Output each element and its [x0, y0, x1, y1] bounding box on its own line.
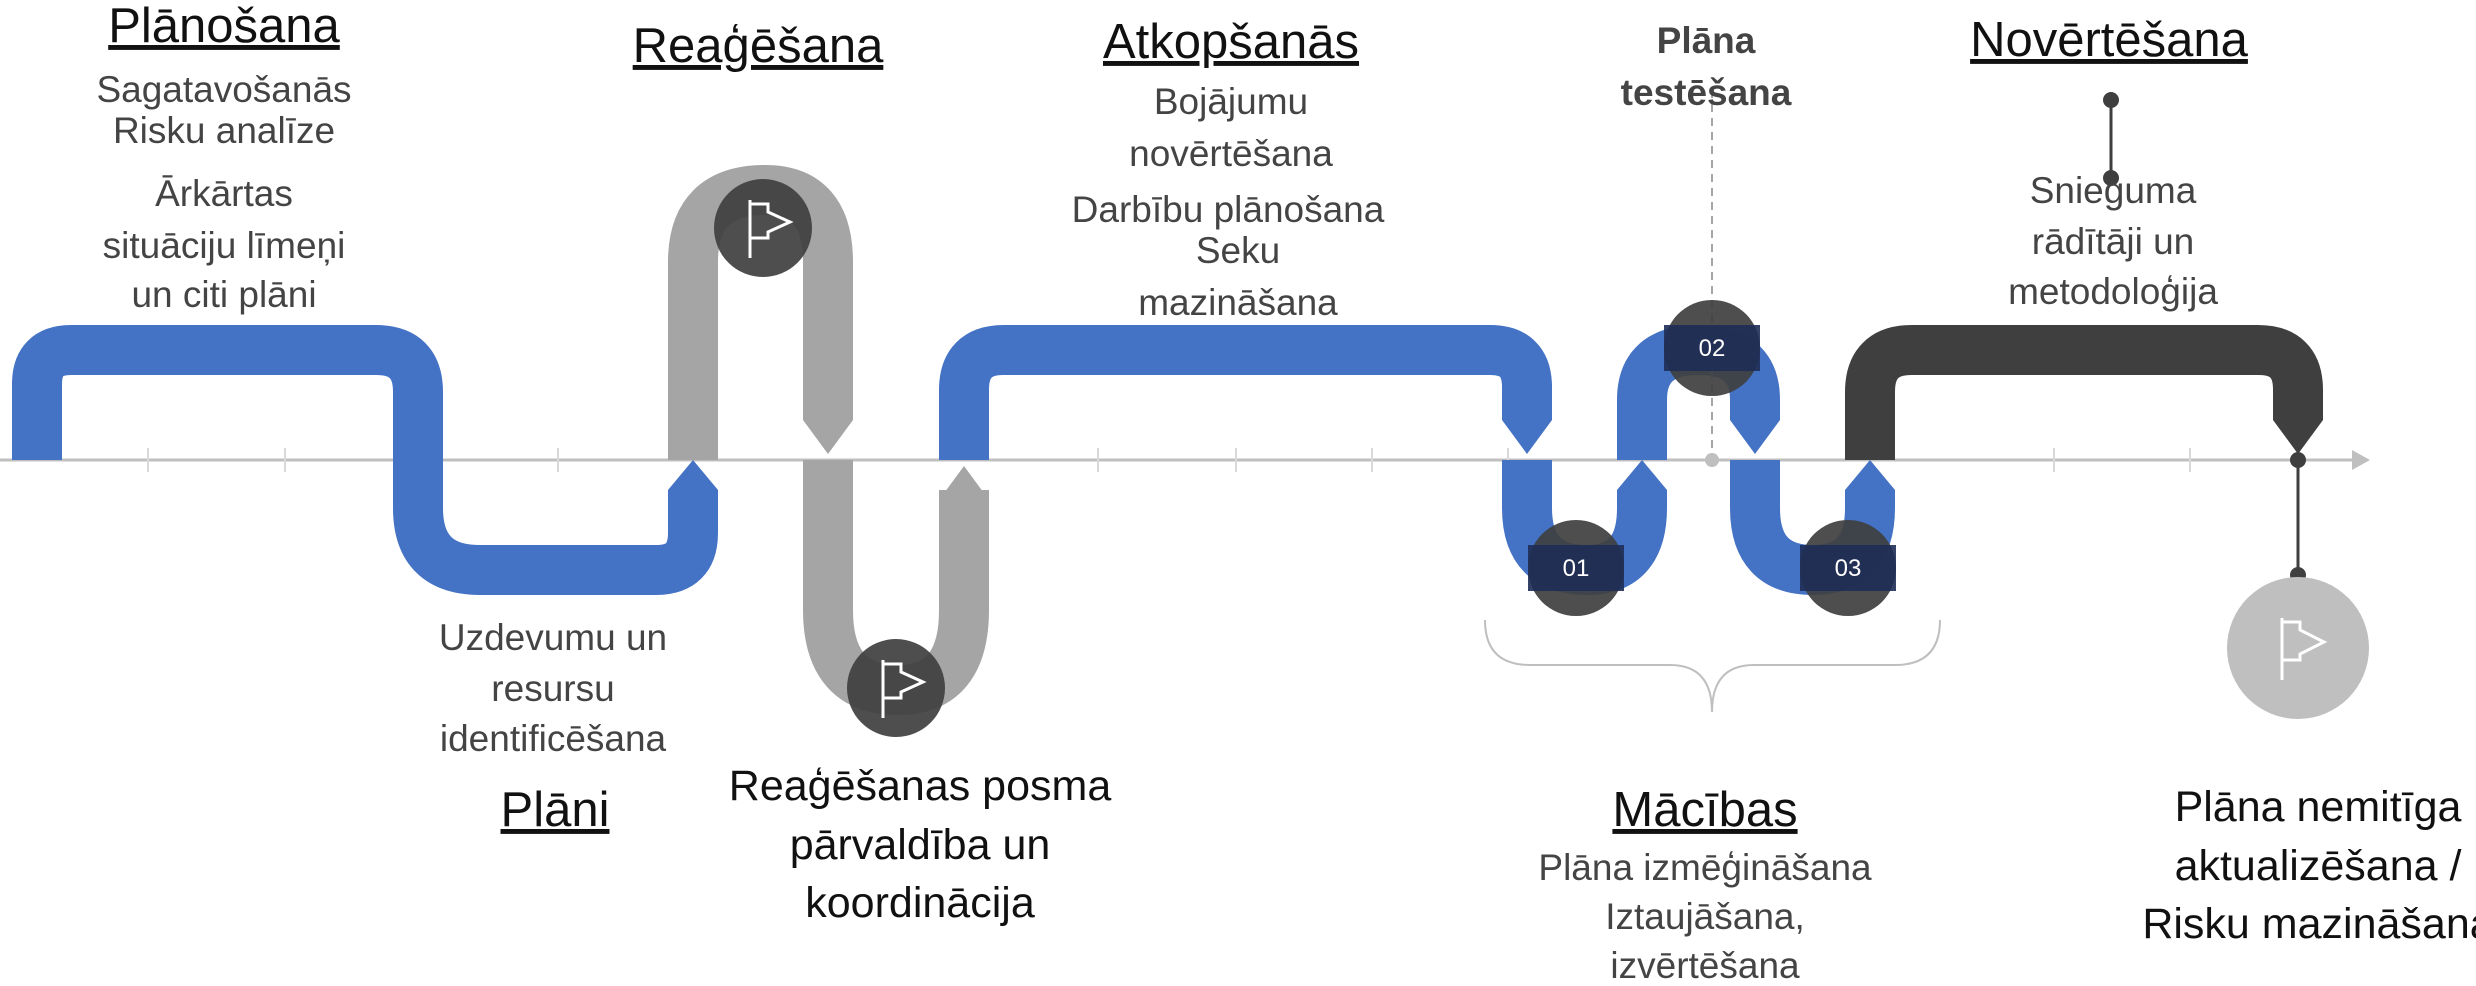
testesana-line: testēšana	[1621, 72, 1792, 113]
path-segment-planosana	[11, 325, 718, 595]
timeline-axis	[0, 448, 2370, 472]
planosana-title: Plānošana	[108, 0, 340, 53]
reagesana-line: pārvaldība un	[790, 821, 1051, 869]
arrow-up-4	[1845, 460, 1895, 490]
planosana-line: situāciju līmeņi	[103, 225, 346, 266]
arrow-down-5	[2273, 420, 2323, 454]
aktualizesana-connector	[2290, 452, 2306, 583]
path-segment-novertesana	[1845, 325, 2323, 460]
arrow-up-2	[939, 466, 989, 500]
planosana-line: Risku analīze	[113, 110, 335, 151]
aktualizesana-line: Risku mazināšana	[2142, 900, 2476, 948]
reagesana-line: koordinācija	[805, 879, 1035, 927]
flag-icon	[847, 639, 945, 737]
svg-text:02: 02	[1699, 335, 1726, 362]
novertesana-line: Snieguma	[2030, 170, 2197, 211]
planosana-line: Sagatavošanās	[96, 69, 351, 110]
atkopsanas-line: Bojājumu	[1154, 81, 1308, 122]
path-segment-atkopsanas	[939, 325, 1552, 460]
plani-line: identificēšana	[440, 718, 667, 759]
plani-line: resursu	[491, 668, 614, 709]
atkopsanas-line: Darbību plānošana	[1072, 189, 1385, 230]
flag-icon	[2227, 577, 2369, 719]
plani-line: Uzdevumu un	[439, 617, 667, 658]
arrow-down-4	[1730, 420, 1780, 454]
marker-02: 02	[1664, 300, 1760, 396]
marker-03: 03	[1800, 520, 1896, 616]
novertesana-connector	[2103, 92, 2119, 186]
atkopsanas-line: mazināšana	[1138, 282, 1338, 323]
atkopsanas-line: Seku	[1196, 230, 1280, 271]
arrow-down-1	[393, 420, 443, 454]
aktualizesana-line: Plāna nemitīga	[2175, 783, 2462, 831]
testesana-axis-dot	[1705, 453, 1719, 467]
novertesana-title: Novērtēšana	[1970, 13, 2249, 67]
arrow-up-3	[1617, 460, 1667, 490]
arrow-down-3	[1502, 420, 1552, 454]
macibas-title: Mācības	[1612, 783, 1797, 837]
planosana-line: un citi plāni	[131, 274, 316, 315]
planosana-line: Ārkārtas	[155, 173, 293, 214]
macibas-line: Plāna izmēģināšana	[1538, 847, 1872, 888]
flag-icon	[714, 179, 812, 277]
atkopsanas-title: Atkopšanās	[1103, 15, 1359, 69]
testesana-line: Plāna	[1657, 20, 1756, 61]
plani-title: Plāni	[501, 783, 610, 837]
novertesana-line: rādītāji un	[2032, 221, 2195, 262]
reagesana-line: Reaģēšanas posma	[729, 762, 1112, 810]
macibas-line: izvērtēšana	[1610, 945, 1800, 986]
marker-01: 01	[1528, 520, 1624, 616]
aktualizesana-line: aktualizēšana /	[2175, 842, 2462, 890]
reagesana-title: Reaģēšana	[633, 19, 884, 73]
novertesana-line: metodoloģija	[2008, 271, 2218, 312]
svg-text:01: 01	[1563, 555, 1590, 582]
arrow-down-2	[803, 420, 853, 454]
atkopsanas-line: novērtēšana	[1129, 133, 1333, 174]
svg-text:03: 03	[1835, 555, 1862, 582]
arrow-up-1	[668, 460, 718, 490]
macibas-line: Iztaujāšana,	[1605, 896, 1805, 937]
macibas-brace	[1484, 619, 1941, 713]
